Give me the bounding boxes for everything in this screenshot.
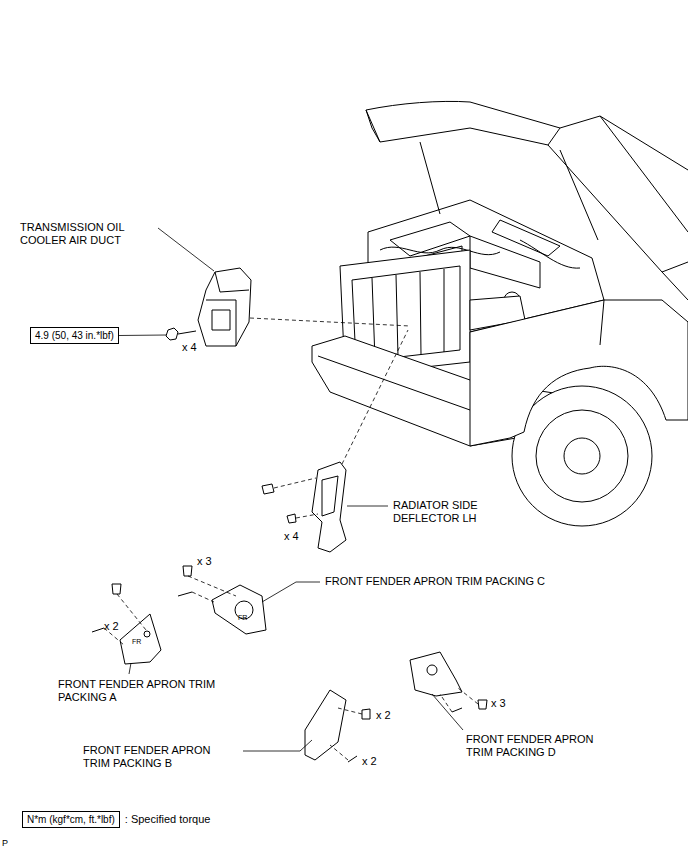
part-name: FRONT FENDER APRON TRIM PACKING C xyxy=(325,575,545,588)
quantity: x 2 xyxy=(376,709,391,722)
part-name: FRONT FENDER APRON TRIM PACKING D xyxy=(466,733,611,759)
leader-line xyxy=(119,335,166,337)
part-name: RADIATOR SIDE DEFLECTOR LH xyxy=(393,499,493,525)
quantity: x 3 xyxy=(197,555,212,568)
quantity: x 3 xyxy=(491,697,506,710)
quantity: x 4 xyxy=(284,530,299,543)
node-text: 4.9 (50, 43 in.*lbf) xyxy=(35,330,114,341)
legend-box: N*m (kgf*cm, ft.*lbf) xyxy=(22,811,120,828)
legend-text: : Specified torque xyxy=(125,813,211,826)
node-text: N*m (kgf*cm, ft.*lbf) xyxy=(27,814,115,825)
quantity: x 2 xyxy=(362,755,377,768)
direction-mark: FR xyxy=(238,613,247,622)
quantity: x 4 xyxy=(182,341,197,354)
part-name: FRONT FENDER APRON TRIM PACKING A xyxy=(58,678,233,704)
part-name: TRANSMISSION OIL COOLER AIR DUCT xyxy=(20,221,145,247)
part-name: FRONT FENDER APRON TRIM PACKING B xyxy=(83,744,228,770)
direction-mark: FR xyxy=(132,637,141,646)
page-mark: P xyxy=(2,838,8,849)
torque-box: 4.9 (50, 43 in.*lbf) xyxy=(30,327,119,344)
quantity: x 2 xyxy=(104,620,119,633)
